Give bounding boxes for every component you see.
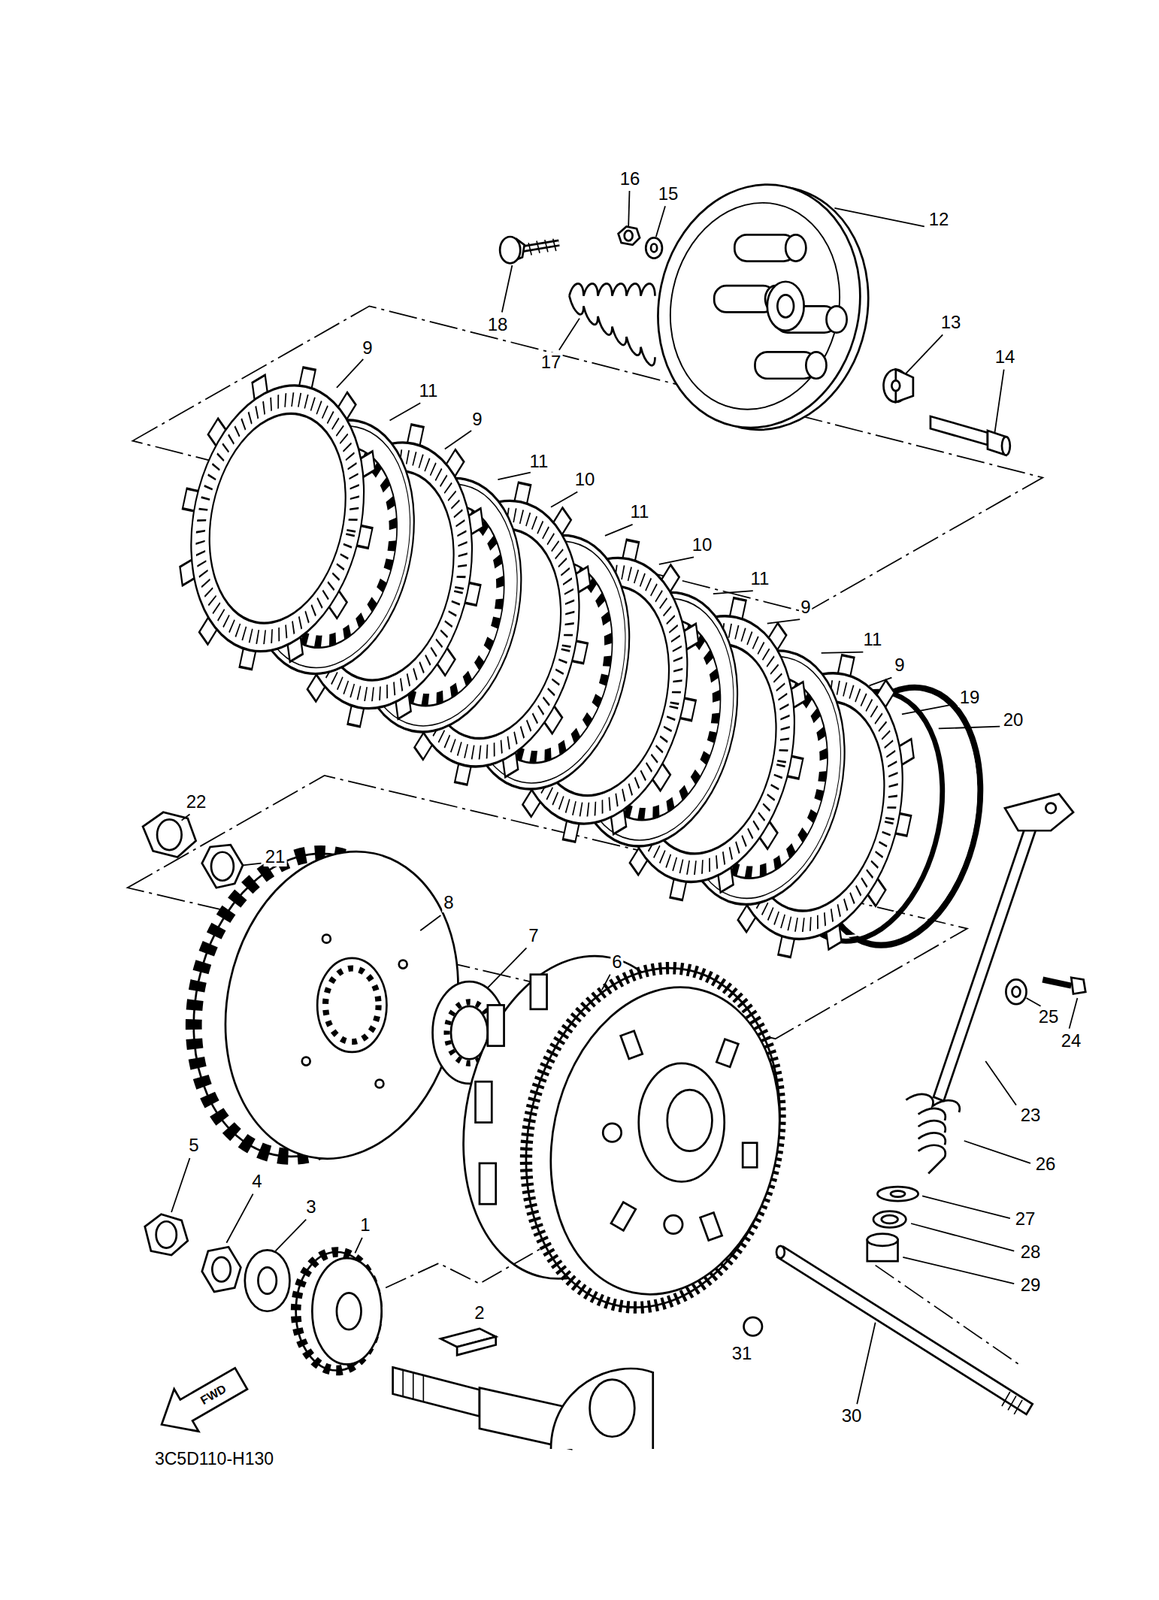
callout-number: 9	[470, 409, 484, 430]
callout-number: 2	[472, 1303, 486, 1323]
callout-number: 4	[250, 1171, 264, 1192]
callout-number: 9	[892, 655, 906, 675]
callout-number: 7	[526, 925, 540, 946]
callout-number: 5	[187, 1135, 200, 1156]
callout-number: 10	[573, 469, 597, 490]
callout-number: 6	[610, 952, 624, 972]
push-lever	[744, 793, 1087, 1415]
callout-number: 27	[1013, 1209, 1038, 1229]
callout-number: 25	[1037, 1007, 1061, 1027]
callout-number: 9	[360, 338, 374, 358]
callout-number: 11	[528, 451, 551, 472]
callout-number: 18	[486, 314, 510, 335]
callout-number: 26	[1034, 1154, 1058, 1175]
callout-number: 24	[1059, 1031, 1084, 1051]
callout-number: 1	[358, 1215, 372, 1235]
callout-number: 11	[417, 381, 440, 401]
forward-arrow	[149, 1357, 254, 1447]
callout-number: 3	[304, 1197, 318, 1217]
assembly-line	[385, 1243, 1020, 1366]
direction-text: FWD	[197, 1382, 229, 1408]
leader-line	[171, 190, 1078, 1405]
hub-nut	[142, 812, 243, 888]
callout-number: 14	[993, 347, 1017, 367]
callout-number: 19	[958, 687, 982, 708]
callout-number: 31	[730, 1343, 754, 1364]
callout-number: 29	[1019, 1275, 1043, 1296]
callout-number: 11	[629, 502, 651, 522]
callout-number: 21	[263, 847, 288, 867]
fasteners	[499, 226, 663, 366]
push-parts	[883, 369, 1011, 456]
callout-number: 23	[1019, 1105, 1043, 1126]
callout-number: 10	[690, 535, 715, 555]
crankshaft	[393, 1328, 654, 1450]
callout-number: 13	[939, 312, 963, 333]
callout-number: 11	[862, 629, 884, 650]
callout-number: 8	[441, 892, 455, 913]
callout-number: 16	[618, 169, 642, 189]
callout-number: 12	[927, 209, 951, 230]
callout-number: 9	[798, 597, 812, 618]
diagram-code: 3C5D110-H130	[153, 1449, 276, 1469]
callout-number: 11	[749, 568, 772, 589]
callout-number: 20	[1001, 710, 1026, 730]
callout-number: 15	[656, 184, 681, 204]
callout-number: 28	[1019, 1242, 1043, 1262]
callout-number: 30	[840, 1406, 864, 1426]
pressure-plate	[635, 165, 891, 449]
primary-parts	[145, 1214, 382, 1371]
callout-number: 22	[184, 792, 209, 812]
callout-number: 17	[539, 352, 563, 373]
clutch-housing	[434, 935, 811, 1332]
